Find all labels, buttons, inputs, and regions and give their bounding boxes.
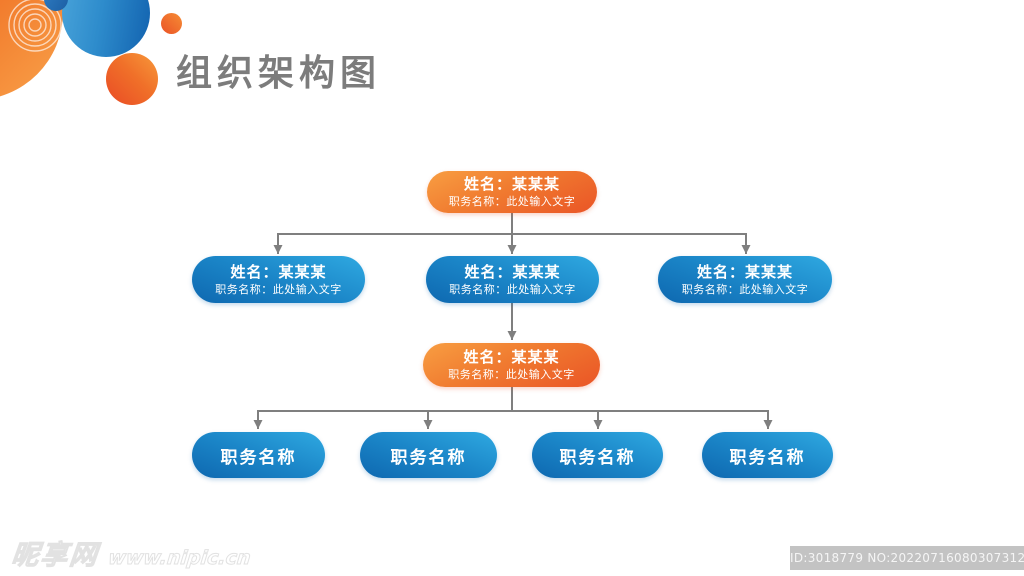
org-node-role: 职务名称：此处输入文字 xyxy=(449,282,576,296)
org-node-role: 职务名称：此处输入文字 xyxy=(448,195,576,208)
org-node-label: 职务名称 xyxy=(390,447,467,468)
site-logo: 昵享网 xyxy=(10,540,101,572)
org-node-role: 职务名称：此处输入文字 xyxy=(215,282,342,296)
org-node-name: 姓名：某某某 xyxy=(696,262,793,281)
org-node-name: 姓名：某某某 xyxy=(230,262,327,281)
org-node-position-4: 职务名称 xyxy=(702,432,833,478)
org-node-name: 姓名：某某某 xyxy=(463,175,560,193)
decor-dark-blue-dot xyxy=(44,0,68,11)
org-node-manager-2: 姓名：某某某 职务名称：此处输入文字 xyxy=(426,256,599,303)
org-node-manager-1: 姓名：某某某 职务名称：此处输入文字 xyxy=(192,256,365,303)
org-node-sublead: 姓名：某某某 职务名称：此处输入文字 xyxy=(423,343,600,387)
org-node-position-2: 职务名称 xyxy=(360,432,497,478)
org-node-name: 姓名：某某某 xyxy=(463,348,560,366)
org-node-label: 职务名称 xyxy=(220,447,297,468)
org-node-manager-3: 姓名：某某某 职务名称：此处输入文字 xyxy=(658,256,832,303)
org-node-label: 职务名称 xyxy=(729,447,806,468)
decor-concentric-rings-icon xyxy=(8,0,62,52)
org-node-name: 姓名：某某某 xyxy=(464,262,561,281)
image-id-strip: ID:3018779 NO:20220716080307312105 xyxy=(790,546,1024,570)
site-url: www.nipic.cn xyxy=(107,547,252,570)
decor-orange-circle xyxy=(106,53,158,105)
site-watermark: 昵享网 www.nipic.cn xyxy=(10,533,253,572)
org-node-position-1: 职务名称 xyxy=(192,432,325,478)
decor-blue-circle xyxy=(62,0,150,57)
org-node-role: 职务名称：此处输入文字 xyxy=(448,368,575,381)
org-node-label: 职务名称 xyxy=(559,447,636,468)
page-title: 组织架构图 xyxy=(176,52,382,94)
decor-orange-dot xyxy=(161,13,182,34)
org-node-role: 职务名称：此处输入文字 xyxy=(681,282,809,296)
org-node-root: 姓名：某某某 职务名称：此处输入文字 xyxy=(427,171,597,213)
org-node-position-3: 职务名称 xyxy=(532,432,663,478)
